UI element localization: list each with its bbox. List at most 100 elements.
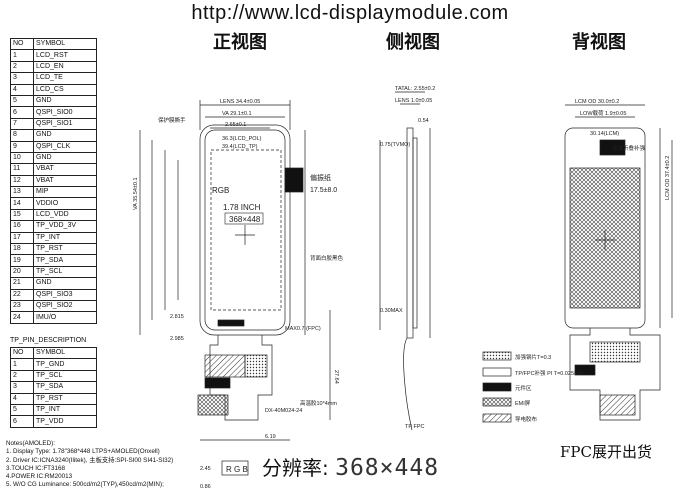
front-inch-label: 1.78 INCH xyxy=(223,203,261,212)
pin-symbol: IMU/O xyxy=(33,311,97,324)
pin-table-header: NO SYMBOL xyxy=(10,37,97,51)
back-tab xyxy=(599,139,626,156)
side-tvmo-label: 0.75(TVMO) xyxy=(380,142,410,148)
front-dim-394-label: 39.4(LCD_TP) xyxy=(222,144,258,150)
front-fpc-hatch xyxy=(204,354,246,378)
legend-item-5: 导电胶布 xyxy=(515,415,538,423)
back-dim-3014-label: 30.14(LCM) xyxy=(590,131,619,137)
legend-swatch-2 xyxy=(482,367,512,377)
legend-swatch-1 xyxy=(482,351,512,361)
side-dim-054-label: 0.54 xyxy=(418,118,429,124)
side-fpc-bend xyxy=(403,337,413,431)
side-dim-030-label: 0.30MAX xyxy=(380,308,403,314)
resolution-caption: 分辨率: 368×448 xyxy=(262,452,439,481)
tp-table-title: TP_PIN_DESCRIPTION xyxy=(10,337,87,344)
front-fpc-cross xyxy=(197,394,229,416)
front-lens-outline xyxy=(204,129,286,331)
notes-line-3: 3.TOUCH IC:FT3168 xyxy=(6,464,66,472)
front-va-label: VA 29.1±0.1 xyxy=(222,111,252,117)
fpc-note: FPC展开出货 xyxy=(560,443,652,461)
back-fpc-black xyxy=(574,364,596,376)
back-view-title: 背视图 xyxy=(572,32,626,53)
tp-symbol: TP_SDA xyxy=(33,381,97,394)
side-lens-label: LENS 1.0±0.05 xyxy=(395,98,432,104)
back-fpc-component xyxy=(589,341,641,363)
back-fpc-outline xyxy=(569,328,661,421)
front-view-title: 正视图 xyxy=(213,32,267,53)
front-active-area xyxy=(210,149,282,311)
front-resolution-box-label: 368×448 xyxy=(229,215,261,224)
front-dim-175-label: 17.5±8.0 xyxy=(310,187,337,194)
front-dim-619-label: 6.19 xyxy=(265,434,276,440)
resolution-label: 分辨率: xyxy=(262,456,329,480)
front-rgb-label: RGB xyxy=(212,186,229,195)
front-protect-film-label: 保护膜撕手 xyxy=(158,116,186,124)
legend-item-2: TP/FPC补强 PI T=0.025MM xyxy=(515,369,584,377)
front-dim-2815-label: 2.815 xyxy=(170,314,184,320)
front-len-label: LENS 34.4±0.05 xyxy=(220,99,260,105)
back-fpc-bend-label: 泡沫折叠补强 xyxy=(612,144,646,152)
notes-line-4: 4.POWER IC:RM20013 xyxy=(6,473,73,481)
front-va-height-label: VA 35.54±0.1 xyxy=(133,177,139,210)
resolution-value: 368×448 xyxy=(335,455,440,481)
side-view-title: 侧视图 xyxy=(386,32,440,53)
back-lcm-od-label: LCM OD 30.0±0.2 xyxy=(575,99,619,105)
front-connector-bar xyxy=(217,319,245,327)
front-dim-363-label: 36.3(LCD_POL) xyxy=(222,136,262,142)
side-body xyxy=(406,127,414,339)
front-polarizer-tab xyxy=(284,167,304,193)
legend-item-1: 加强钢片T=0.3 xyxy=(515,353,551,361)
side-lens xyxy=(412,137,418,329)
bottom-rgb-label: R G B xyxy=(226,465,248,474)
header-symbol: SYMBOL xyxy=(33,37,97,51)
notes-line-5: 5. W/O CG Luminance: 500cd/m2(TYP),450cd… xyxy=(6,481,164,489)
front-max-label: MAX0.7 (FPC) xyxy=(285,326,321,332)
header-no: NO xyxy=(10,37,34,51)
front-back-black-label: 背面白胶黑色 xyxy=(310,254,344,262)
front-fpc-black xyxy=(204,377,231,389)
front-resolution-box xyxy=(224,212,264,225)
legend-swatch-3 xyxy=(482,382,512,392)
front-connector-label: DX-40M024-24 xyxy=(265,408,302,414)
site-url: http://www.lcd-displaymodule.com xyxy=(191,2,509,24)
bottom-rgb-box xyxy=(221,460,249,476)
back-fpc-hatch xyxy=(599,394,636,416)
back-outline xyxy=(564,127,646,329)
front-dim-265-label: 2.65±0.1 xyxy=(225,122,246,128)
back-low-sub-label: LOW载荷 1.9±0.05 xyxy=(580,109,626,117)
notes-title: Notes(AMOLED): xyxy=(6,440,55,447)
front-outer-outline xyxy=(199,124,291,336)
notes-line-2: 2. Driver IC:ICNA3240(Ilitek), 主板支持:SPI-… xyxy=(6,456,174,464)
front-polarizer-label: 偏振纸 xyxy=(310,173,331,182)
pin-symbol: LCD_RST xyxy=(33,49,97,62)
side-total-label: TATAL: 2.55±0.2 xyxy=(395,86,435,92)
pin-symbol: GND xyxy=(33,151,97,165)
front-fpc-component xyxy=(244,354,268,378)
legend-item-3: 元件区 xyxy=(515,384,532,392)
pin-no: 24 xyxy=(10,311,34,324)
front-fpc-outline xyxy=(209,335,273,421)
back-lcm-h-label: LCM OD 37.4±0.2 xyxy=(665,156,671,200)
front-dim-2764-label: 27.64 xyxy=(333,370,339,384)
front-dim-2985-label: 2.985 xyxy=(170,336,184,342)
notes-block: Notes(AMOLED): 1. Display Type: 1.78"368… xyxy=(6,440,173,490)
side-tpfpc-label: TP FPC xyxy=(405,424,424,430)
bottom-dim-b: 0.86 xyxy=(200,484,211,490)
tp-symbol: TP_VDD xyxy=(33,415,97,428)
